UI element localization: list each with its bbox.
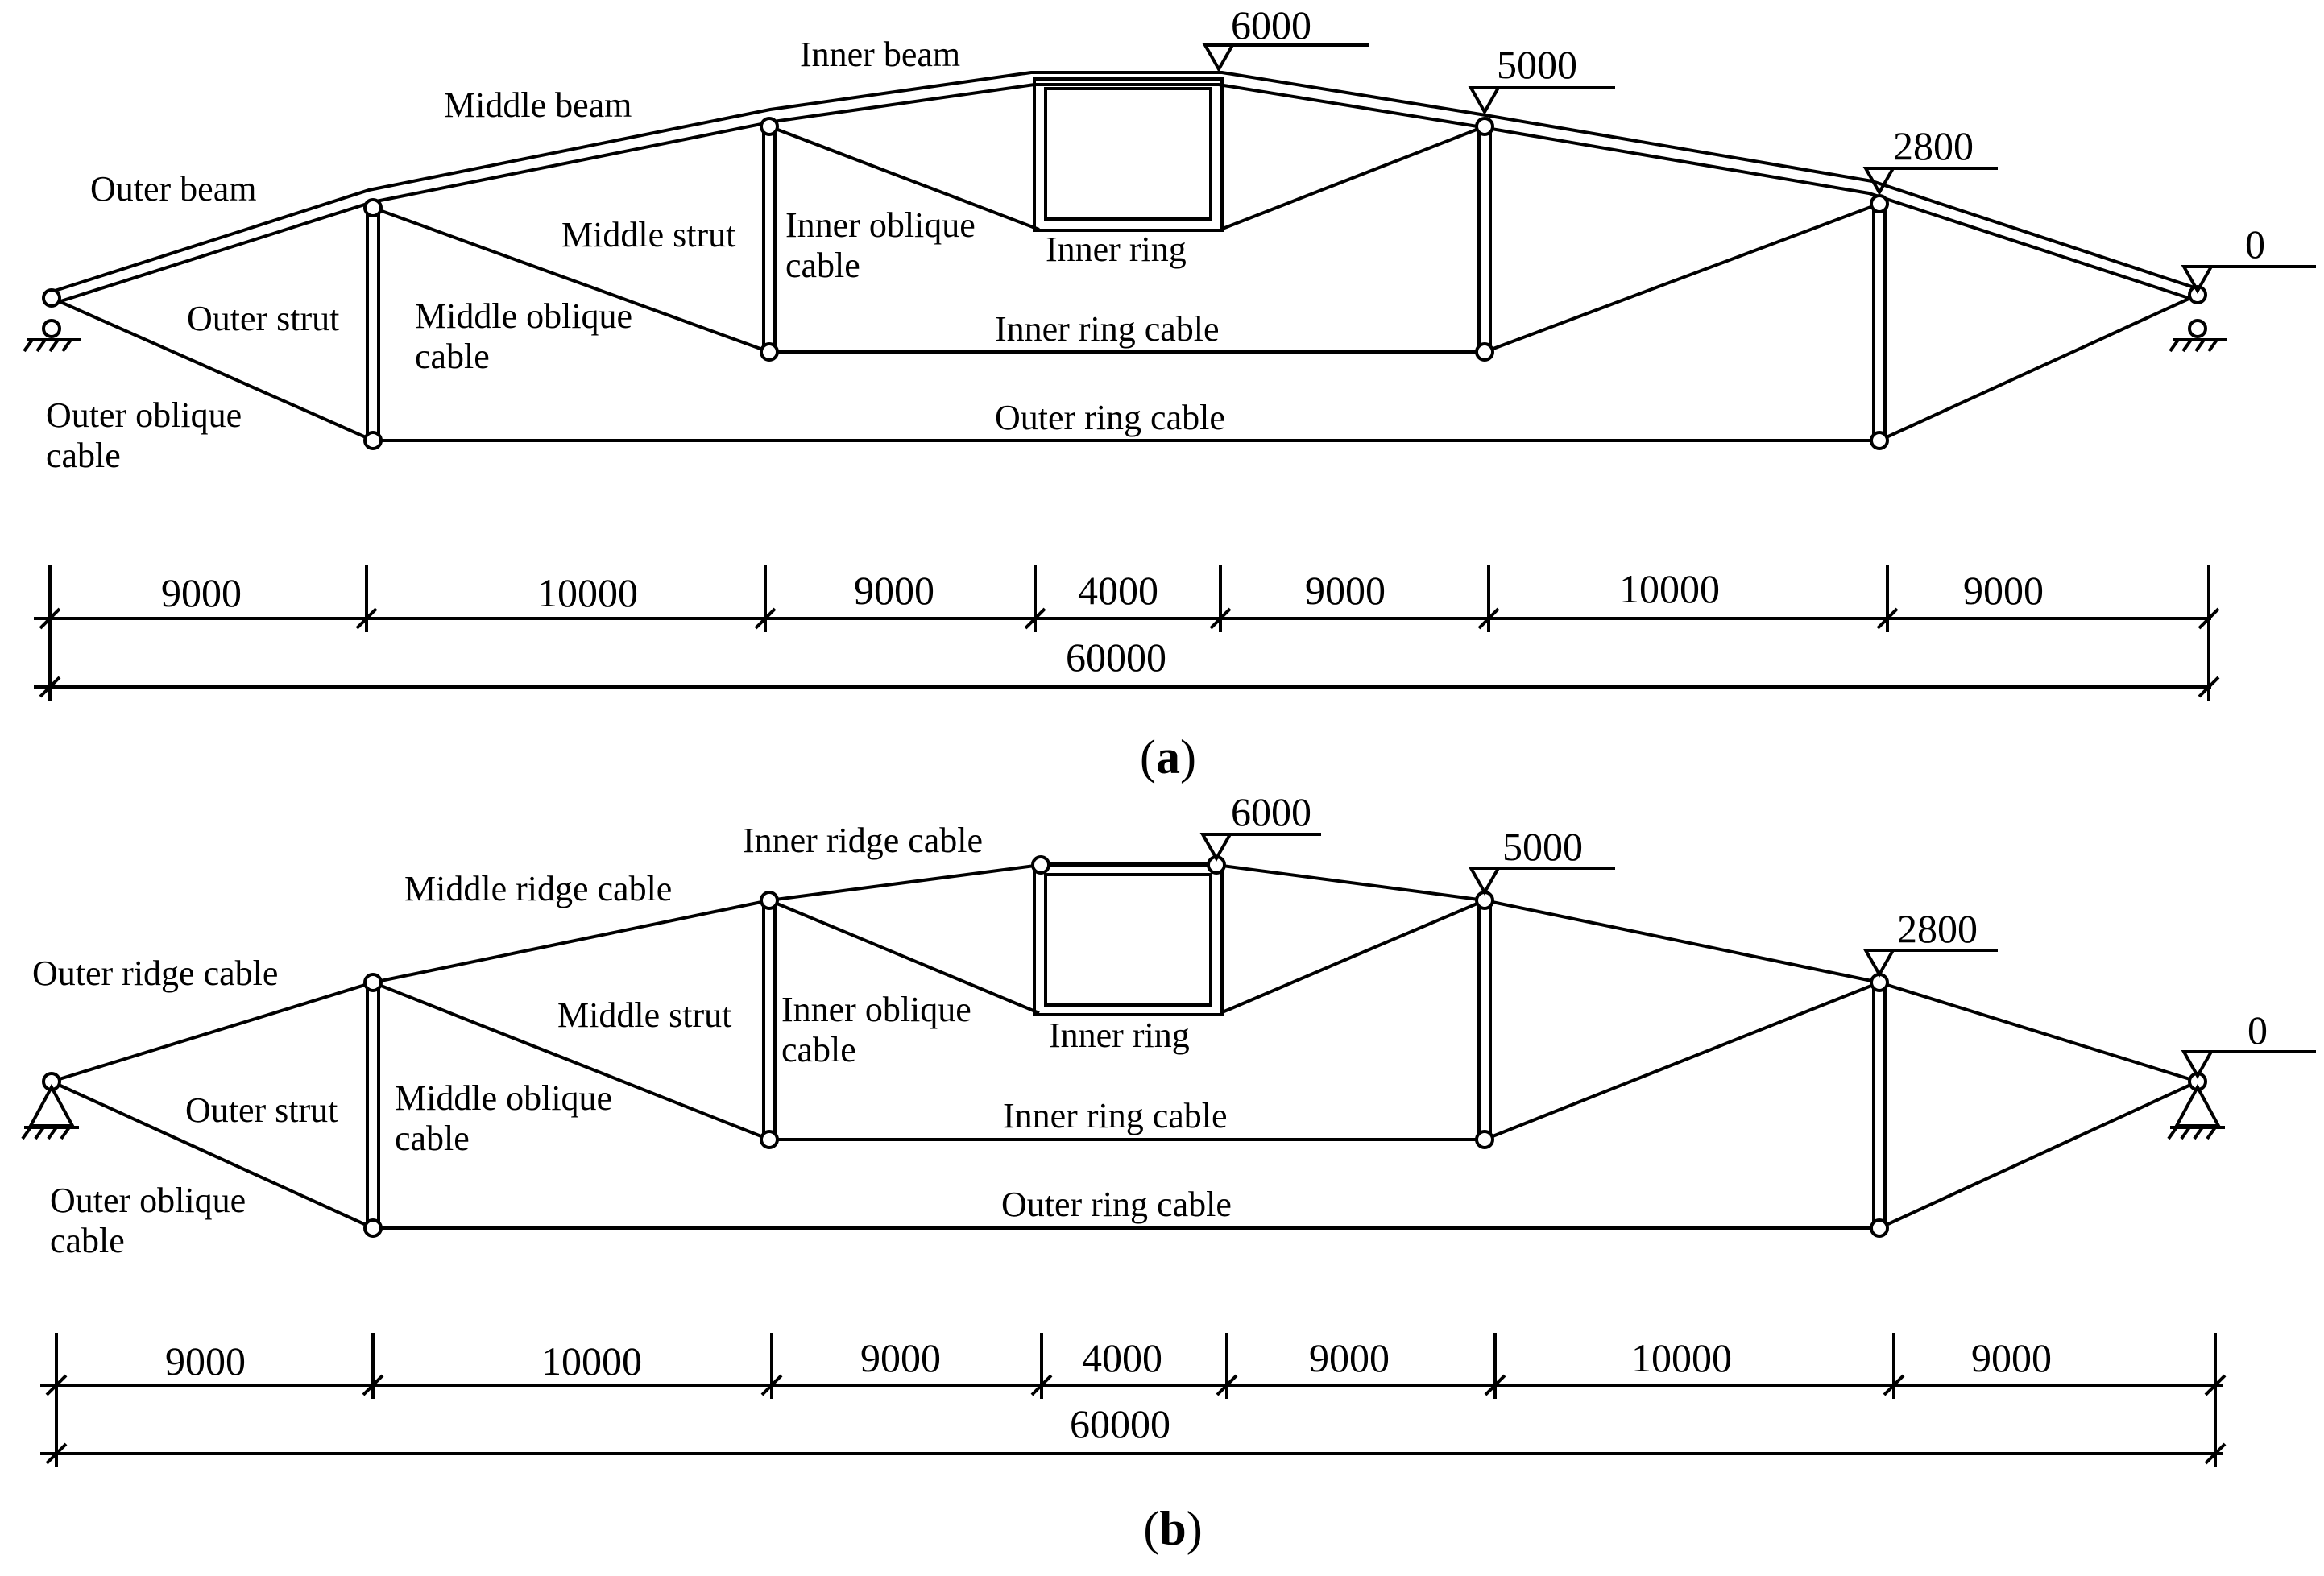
span-4: 4000	[1078, 568, 1158, 613]
label-inner-ring-cable: Inner ring cable	[995, 309, 1220, 349]
label-outer-ridge-cable: Outer ridge cable	[32, 953, 278, 993]
dimension-lines	[34, 565, 2220, 701]
nodes-b	[42, 855, 2207, 1238]
span-6-b: 10000	[1631, 1335, 1732, 1380]
label-outer-ring-cable: Outer ring cable	[995, 398, 1225, 437]
label-inner-oblique-cable-b-1: Inner oblique	[781, 990, 971, 1029]
elevation-markers	[1202, 43, 2316, 295]
inner-ring-b	[1033, 862, 1224, 1016]
elevation-2800-b: 2800	[1897, 906, 1978, 951]
caption-a: (a)	[1140, 730, 1196, 784]
label-inner-ring-b: Inner ring	[1049, 1016, 1190, 1055]
beam-chord	[49, 71, 2200, 305]
span-5-b: 9000	[1309, 1335, 1390, 1380]
label-outer-oblique-cable-b-2: cable	[50, 1221, 125, 1260]
label-outer-beam: Outer beam	[90, 169, 256, 209]
cables	[51, 125, 2198, 442]
elevation-6000: 6000	[1231, 2, 1311, 48]
support-right-b	[2167, 1083, 2225, 1140]
span-5: 9000	[1305, 568, 1386, 613]
span-3-b: 9000	[860, 1335, 941, 1380]
span-3: 9000	[854, 568, 934, 613]
label-middle-oblique-cable-b-1: Middle oblique	[395, 1078, 612, 1118]
span-2: 10000	[537, 570, 638, 615]
label-outer-ring-cable-b: Outer ring cable	[1001, 1185, 1232, 1224]
span-total-b: 60000	[1070, 1401, 1170, 1446]
label-middle-strut-b: Middle strut	[557, 995, 731, 1035]
span-4-b: 4000	[1082, 1335, 1162, 1380]
label-outer-oblique-cable-1: Outer oblique	[46, 395, 242, 435]
labels-a: Inner beam Middle beam Outer beam Outer …	[46, 2, 2265, 784]
support-left-b	[21, 1083, 79, 1140]
label-middle-strut: Middle strut	[561, 215, 735, 254]
span-1: 9000	[161, 570, 242, 615]
label-inner-oblique-cable-1: Inner oblique	[785, 205, 976, 245]
span-7: 9000	[1963, 568, 2044, 613]
label-middle-beam: Middle beam	[444, 85, 632, 125]
diagram-b	[21, 833, 2316, 1467]
struts	[366, 130, 1887, 441]
struts-b	[366, 904, 1887, 1228]
label-middle-ridge-cable: Middle ridge cable	[404, 869, 672, 908]
caption-b: (b)	[1143, 1502, 1202, 1555]
elevation-2800: 2800	[1893, 123, 1974, 168]
label-middle-oblique-cable-1: Middle oblique	[415, 296, 632, 336]
label-outer-strut-b: Outer strut	[185, 1090, 338, 1130]
label-inner-oblique-cable-b-2: cable	[781, 1030, 856, 1069]
labels-b: Inner ridge cable Middle ridge cable Out…	[32, 789, 2268, 1555]
label-inner-oblique-cable-2: cable	[785, 246, 860, 285]
label-outer-oblique-cable-b-1: Outer oblique	[50, 1181, 246, 1220]
cables-b	[51, 899, 2198, 1230]
support-left	[23, 319, 81, 353]
elevation-0: 0	[2245, 221, 2265, 267]
elevation-markers-b	[1199, 833, 2316, 1080]
nodes	[42, 117, 2207, 450]
span-total: 60000	[1066, 635, 1166, 680]
label-middle-oblique-cable-b-2: cable	[395, 1119, 470, 1158]
inner-ring	[1033, 77, 1224, 232]
diagram-a	[23, 43, 2316, 701]
label-outer-strut: Outer strut	[187, 299, 339, 338]
span-6: 10000	[1619, 566, 1720, 611]
label-inner-ridge-cable: Inner ridge cable	[743, 821, 983, 860]
span-7-b: 9000	[1971, 1335, 2052, 1380]
support-right	[2169, 319, 2227, 353]
span-2-b: 10000	[541, 1338, 642, 1384]
dimension-lines-b	[40, 1333, 2227, 1467]
span-1-b: 9000	[165, 1338, 246, 1384]
label-inner-beam: Inner beam	[800, 35, 960, 74]
label-outer-oblique-cable-2: cable	[46, 436, 121, 475]
elevation-0-b: 0	[2247, 1007, 2268, 1053]
label-middle-oblique-cable-2: cable	[415, 337, 490, 376]
label-inner-ring-cable-b: Inner ring cable	[1003, 1096, 1228, 1135]
elevation-5000: 5000	[1497, 42, 1577, 87]
label-inner-ring: Inner ring	[1046, 230, 1187, 269]
elevation-6000-b: 6000	[1231, 789, 1311, 834]
elevation-5000-b: 5000	[1502, 824, 1583, 869]
